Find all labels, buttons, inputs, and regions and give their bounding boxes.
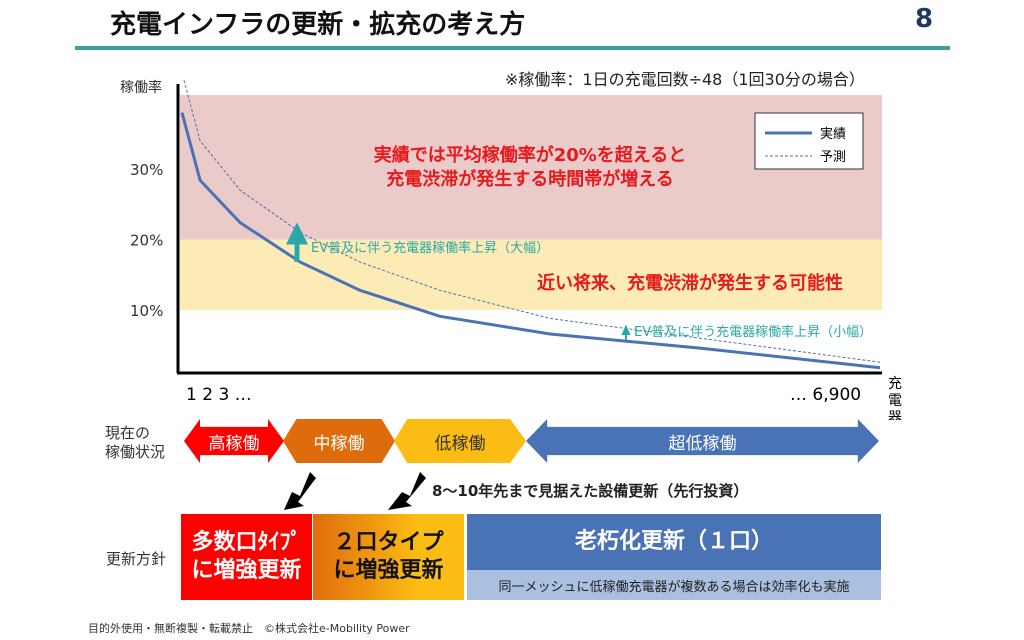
status-low: 低稼働	[394, 419, 526, 463]
utilization-note: ※稼働率：1日の充電回数÷48（1回30分の場合）	[505, 70, 865, 89]
down-arrow-icon	[284, 472, 316, 510]
status-high: 高稼働	[184, 419, 284, 463]
footer-copyright: 目的外使用・無断複製・転載禁止 ©株式会社e-Mobility Power	[88, 622, 410, 635]
status-medium: 中稼働	[283, 419, 395, 463]
y-tick-label: 10%	[130, 302, 163, 320]
series-forecast-line	[183, 80, 881, 363]
y-tick-label: 30%	[130, 161, 163, 179]
x-axis-label: 充電器	[888, 376, 902, 420]
status-very-low-label: 超低稼働	[668, 433, 737, 454]
x-tick-left: 1 2 3 …	[186, 385, 252, 405]
title-divider	[75, 46, 950, 50]
status-label: 現在の 稼働状況	[105, 424, 165, 462]
policy-aging-renewal: 老朽化更新（１口）	[467, 514, 881, 570]
status-low-label: 低稼働	[434, 433, 486, 454]
policy-two-port-line2: に増強更新	[333, 558, 444, 583]
page-number: 8	[915, 4, 934, 34]
y-axis-label: 稼働率	[120, 79, 162, 96]
down-arrows	[284, 472, 426, 510]
policy-two-port-line1: ２口タイプ	[333, 530, 444, 555]
x-tick-right: … 6,900	[790, 385, 861, 405]
status-label-line2: 稼働状況	[105, 443, 166, 461]
y-tick-label: 20%	[130, 232, 163, 250]
policy-label: 更新方針	[106, 550, 167, 568]
legend-forecast: 予測	[820, 150, 846, 165]
annotation-rise-small: EV普及に伴う充電器稼働率上昇（小幅）	[634, 324, 872, 340]
slide-title: 充電インフラの更新・拡充の考え方	[110, 10, 526, 40]
investment-note: 8〜10年先まで見据えた設備更新（先行投資）	[432, 482, 749, 500]
series-actual-line	[180, 112, 881, 370]
policy-multi-port: 多数口ﾀｲﾌﾟ に増強更新	[181, 514, 312, 600]
status-medium-label: 中稼働	[313, 433, 365, 454]
policy-multi-port-line2: に増強更新	[191, 558, 302, 583]
status-high-label: 高稼働	[208, 433, 260, 454]
rise-large-arrow-icon	[285, 222, 309, 262]
utilization-chart: 稼働率 10% 20% 30% 1 2 3 … … 6,900 充電器 実績では平均…	[120, 79, 902, 420]
policy-two-port: ２口タイプに増強更新	[313, 514, 464, 600]
legend: 実績 予測	[754, 112, 864, 170]
legend-actual: 実績	[820, 126, 846, 142]
annotation-high-1: 実績では平均稼働率が20%を超えると	[374, 144, 687, 166]
policy-efficiency-note: 同一メッシュに低稼働充電器が複数ある場合は効率化も実施	[467, 570, 881, 600]
annotation-mid: 近い将来、充電渋滞が発生する可能性	[537, 272, 843, 294]
status-very-low: 超低稼働	[526, 419, 879, 463]
policy-multi-port-line1: 多数口ﾀｲﾌﾟ	[191, 530, 302, 555]
status-label-line1: 現在の	[105, 424, 151, 442]
annotation-high-2: 充電渋滞が発生する時間帯が増える	[386, 168, 673, 190]
annotation-rise-large: EV普及に伴う充電器稼働率上昇（大幅）	[311, 240, 549, 256]
down-arrow-icon	[388, 472, 426, 510]
rise-small-arrow-icon	[621, 324, 631, 340]
